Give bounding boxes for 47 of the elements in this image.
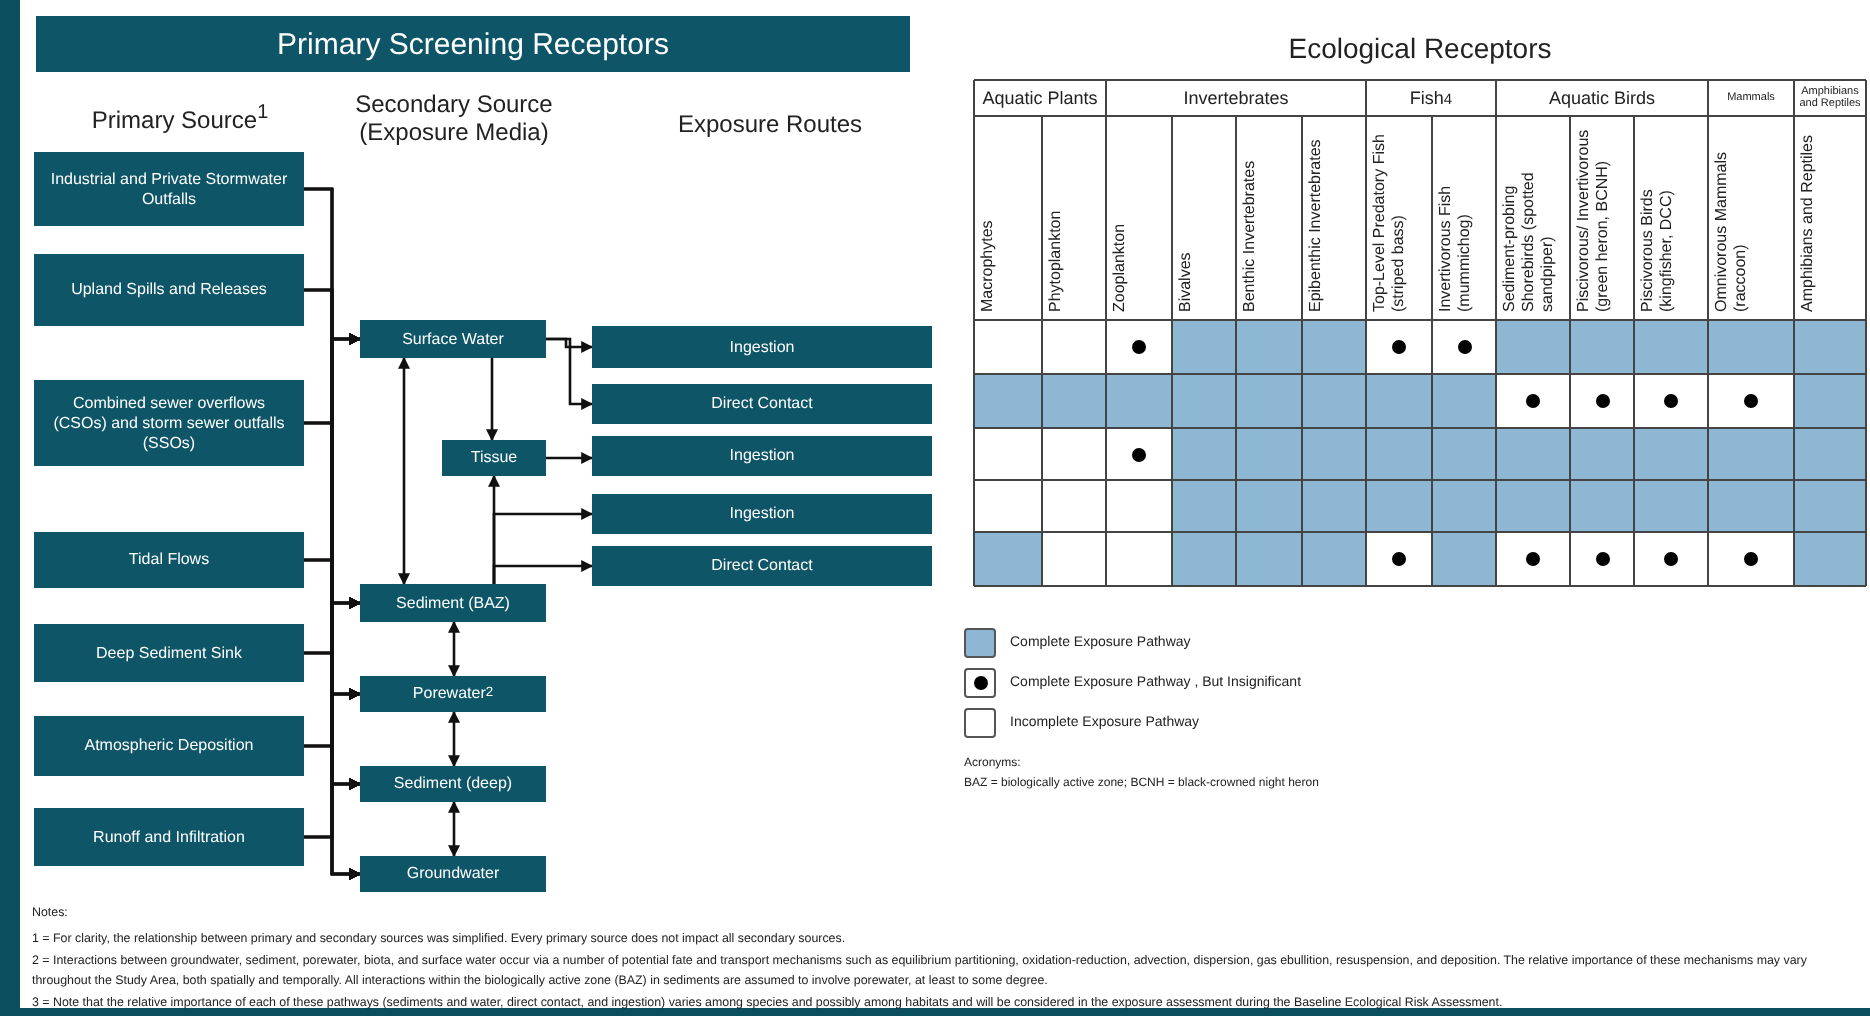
process-box: Industrial and Private Stormwater Outfalls [34,152,304,226]
title-banner: Primary Screening Receptors [36,16,910,72]
arrow [448,620,460,678]
column-header: Piscivorous Birds (kingfisher, DCC) [1638,187,1677,316]
column-header: Omnivorous Mammals (raccoon) [1712,149,1751,316]
process-box: Sediment (deep) [360,766,546,802]
arrow [448,800,460,858]
column-header: Bivalves [1176,250,1196,316]
column-heading: Ecological Receptors [1286,32,1554,66]
column-header: Zooplankton [1110,221,1130,316]
column-header: Benthic Invertebrates [1240,158,1260,316]
column-header: Invertivorous Fish (mummichog) [1436,183,1475,316]
process-box: Tissue [442,440,546,476]
column-heading: Exposure Routes [675,110,865,139]
arrow [546,452,594,464]
column-header: Epibenthic Invertebrates [1306,137,1326,316]
arrow [448,710,460,768]
column-group-header: Invertebrates [1181,86,1291,112]
column-group-header: Aquatic Birds [1546,86,1658,112]
process-box: Deep Sediment Sink [34,624,304,682]
process-box: Ingestion [592,436,932,476]
process-box: Ingestion [592,326,932,368]
process-box: Tidal Flows [34,532,304,588]
column-header: Top-Level Predatory Fish (striped bass) [1370,132,1409,316]
column-header: Phytoplankton [1046,208,1066,316]
process-box: Groundwater [360,856,546,892]
column-header: Amphibians and Reptiles [1798,133,1818,316]
column-heading: Secondary Source (Exposure Media) [353,90,555,148]
process-box: Direct Contact [592,384,932,424]
process-box: Surface Water [360,320,546,358]
arrow [492,560,594,584]
process-box: Atmospheric Deposition [34,716,304,776]
process-box: Ingestion [592,494,932,534]
process-box: Direct Contact [592,546,932,586]
arrow [398,356,410,586]
column-header: Sediment-probing Shorebirds (spotted sandpiper) [1500,170,1558,316]
column-header: Macrophytes [978,218,998,316]
process-box: Sediment (BAZ) [360,584,546,622]
arrow [546,337,594,410]
process-box: Runoff and Infiltration [34,808,304,866]
process-box: Upland Spills and Releases [34,254,304,326]
column-group-header: Aquatic Plants [980,86,1100,112]
arrow [304,835,362,880]
process-box: Combined sewer overflows (CSOs) and storm sewer outfalls (SSOs) [34,380,304,466]
column-header: Piscivorous/ Invertivorous (green heron, BCNH) [1574,127,1613,316]
arrow [486,358,498,442]
column-heading: Primary Source$^{1}$ [89,100,271,135]
